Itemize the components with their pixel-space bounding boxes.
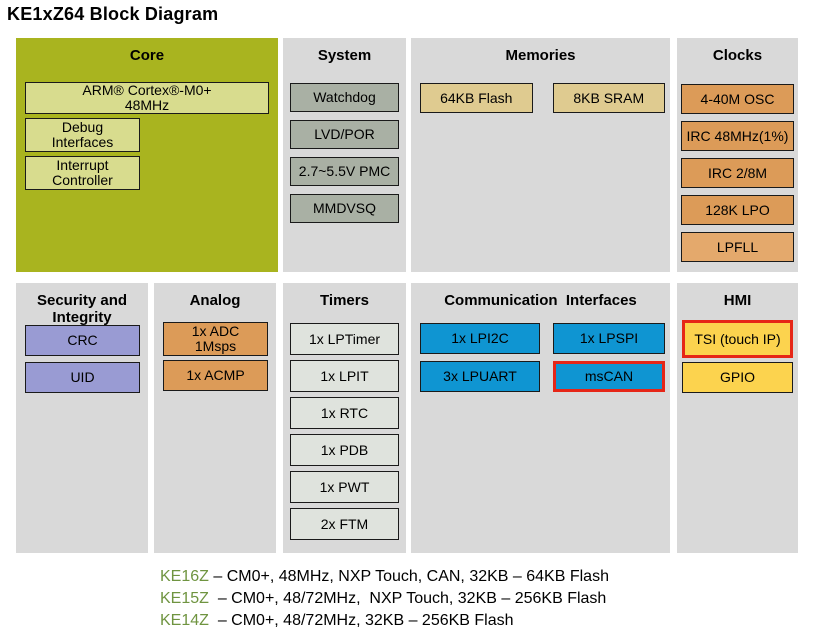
panel-analog-header: Analog xyxy=(189,292,241,309)
footnote-ke14z: KE14Z – CM0+, 48/72MHz, 32KB – 256KB Fla… xyxy=(160,610,609,632)
block-debug-interfaces: Debug Interfaces xyxy=(25,118,140,152)
family-footnotes: KE16Z – CM0+, 48MHz, NXP Touch, CAN, 32K… xyxy=(160,566,609,632)
block-lvd-por: LVD/POR xyxy=(290,120,399,149)
footnote-model: KE15Z xyxy=(160,590,209,607)
block-watchdog: Watchdog xyxy=(290,83,399,112)
panel-core: Core ARM® Cortex®-M0+ 48MHz Debug Interf… xyxy=(16,38,278,272)
panel-clocks: Clocks 4-40M OSC IRC 48MHz(1%) IRC 2/8M … xyxy=(677,38,798,272)
block-interrupt-controller: Interrupt Controller xyxy=(25,156,140,190)
block-acmp: 1x ACMP xyxy=(163,360,268,391)
panel-security-header: Security and Integrity xyxy=(36,292,128,326)
footnote-model: KE14Z xyxy=(160,612,209,629)
block-rtc: 1x RTC xyxy=(290,397,399,429)
panel-comm-interfaces: Communication Interfaces 1x LPI2C 1x LPS… xyxy=(411,283,670,553)
block-adc: 1x ADC 1Msps xyxy=(163,322,268,356)
block-pdb: 1x PDB xyxy=(290,434,399,466)
footnote-ke16z: KE16Z – CM0+, 48MHz, NXP Touch, CAN, 32K… xyxy=(160,566,609,588)
panel-system-header: System xyxy=(317,47,372,64)
block-irc-2-8m: IRC 2/8M xyxy=(681,158,794,188)
footnote-specs: – CM0+, 48/72MHz, NXP Touch, 32KB – 256K… xyxy=(208,590,607,607)
panel-timers-header: Timers xyxy=(320,292,369,309)
block-lpfll: LPFLL xyxy=(681,232,794,262)
panel-system: System Watchdog LVD/POR 2.7~5.5V PMC MMD… xyxy=(283,38,406,272)
footnote-model: KE16Z xyxy=(160,568,209,585)
panel-hmi: HMI TSI (touch IP) GPIO xyxy=(677,283,798,553)
panel-clocks-header: Clocks xyxy=(712,47,763,64)
panel-security: Security and Integrity CRC UID xyxy=(16,283,148,553)
block-mmdvsq: MMDVSQ xyxy=(290,194,399,223)
block-gpio: GPIO xyxy=(682,362,793,393)
footnote-specs: – CM0+, 48MHz, NXP Touch, CAN, 32KB – 64… xyxy=(208,568,609,585)
block-crc: CRC xyxy=(25,325,140,356)
block-arm-cortex-m0: ARM® Cortex®-M0+ 48MHz xyxy=(25,82,269,114)
block-mscan: msCAN xyxy=(553,361,665,392)
block-tsi: TSI (touch IP) xyxy=(682,320,793,358)
block-lpspi: 1x LPSPI xyxy=(553,323,665,354)
block-osc: 4-40M OSC xyxy=(681,84,794,114)
block-lptimer: 1x LPTimer xyxy=(290,323,399,355)
block-flash: 64KB Flash xyxy=(420,83,533,113)
panel-memories-header: Memories xyxy=(505,47,576,64)
block-pmc: 2.7~5.5V PMC xyxy=(290,157,399,186)
block-sram: 8KB SRAM xyxy=(552,83,665,113)
block-lpit: 1x LPIT xyxy=(290,360,399,392)
block-irc-48mhz: IRC 48MHz(1%) xyxy=(681,121,794,151)
footnote-ke15z: KE15Z – CM0+, 48/72MHz, NXP Touch, 32KB … xyxy=(160,588,609,610)
block-ftm: 2x FTM xyxy=(290,508,399,540)
footnote-specs: – CM0+, 48/72MHz, 32KB – 256KB Flash xyxy=(208,612,514,629)
panel-analog: Analog 1x ADC 1Msps 1x ACMP xyxy=(154,283,276,553)
block-lpo: 128K LPO xyxy=(681,195,794,225)
block-uid: UID xyxy=(25,362,140,393)
panel-hmi-header: HMI xyxy=(723,292,752,309)
page-title: KE1xZ64 Block Diagram xyxy=(7,4,219,24)
block-pwt: 1x PWT xyxy=(290,471,399,503)
block-lpuart: 3x LPUART xyxy=(420,361,540,392)
panel-memories: Memories 64KB Flash 8KB SRAM xyxy=(411,38,670,272)
block-lpi2c: 1x LPI2C xyxy=(420,323,540,354)
panel-timers: Timers 1x LPTimer 1x LPIT 1x RTC 1x PDB … xyxy=(283,283,406,553)
panel-core-header: Core xyxy=(129,47,165,64)
panel-comm-header: Communication Interfaces xyxy=(444,292,637,309)
